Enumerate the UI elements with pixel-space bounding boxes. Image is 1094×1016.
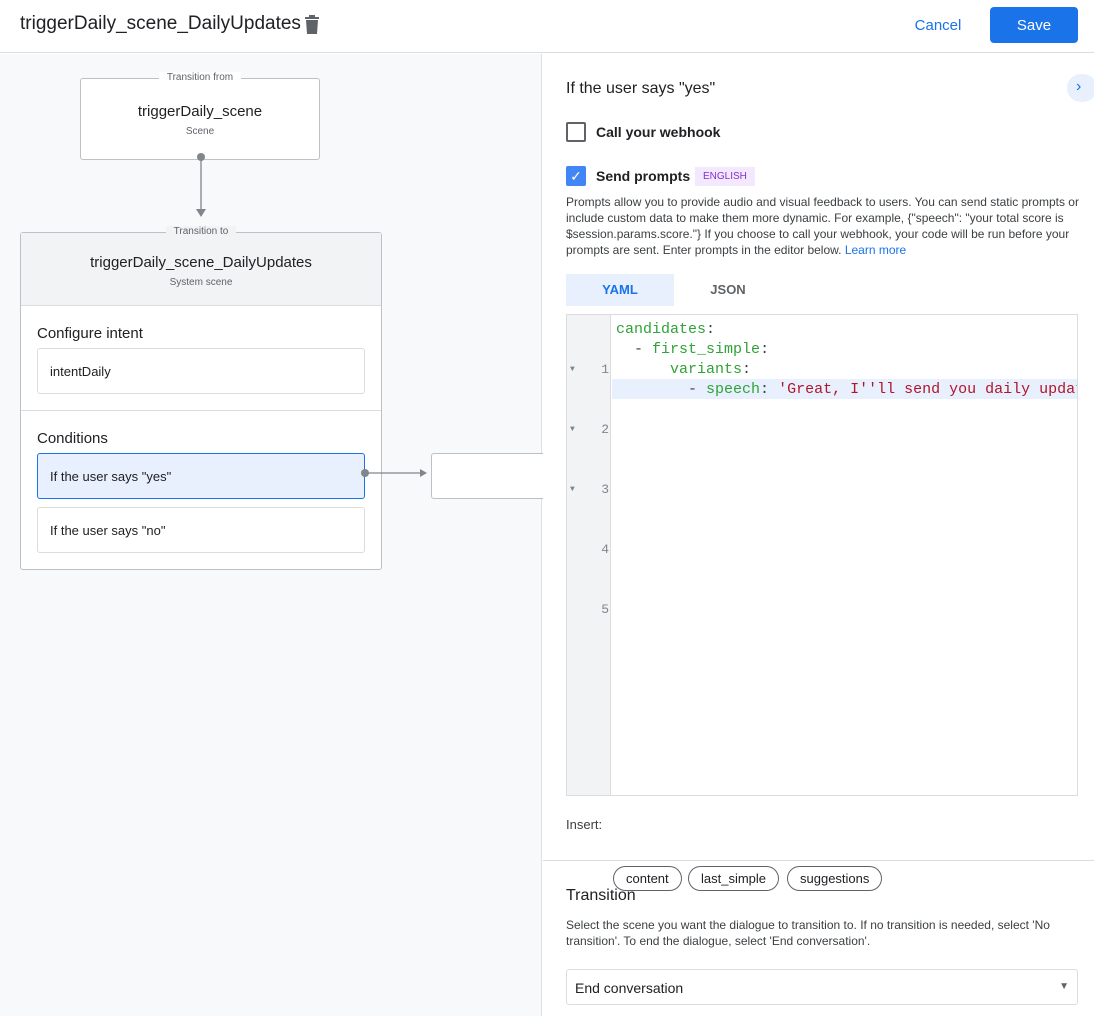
to-scene-type: System scene [169,277,233,288]
configure-intent-heading: Configure intent [37,325,143,342]
language-badge: ENGLISH [695,167,755,186]
empty-target-node[interactable] [431,453,551,499]
intent-item[interactable]: intentDaily [37,348,365,394]
line-number: 4 [601,542,609,557]
transition-heading: Transition [566,887,636,904]
fold-icon[interactable]: ▼ [570,485,575,494]
transition-from-label: Transition from [158,72,242,83]
insert-label: Insert: [566,817,603,832]
connector-arrow [196,153,206,217]
prompts-description: Prompts allow you to provide audio and v… [566,195,1079,257]
line-number: 1 [601,362,609,377]
to-scene-name: triggerDaily_scene_DailyUpdates [90,254,312,271]
trash-icon[interactable] [304,15,320,34]
code-line: - speech: 'Great, I''ll send you daily u… [688,381,1078,398]
condition-yes[interactable]: If the user says "yes" [37,453,365,499]
insert-chip-suggestions[interactable]: suggestions [787,866,883,891]
condition-no[interactable]: If the user says "no" [37,507,365,553]
conditions-heading: Conditions [37,430,108,447]
cancel-button[interactable]: Cancel [904,10,972,40]
from-scene-type: Scene [185,126,215,137]
fold-icon[interactable]: ▼ [570,425,575,434]
panel-heading: If the user says "yes" [566,80,716,97]
learn-more-link[interactable]: Learn more [844,243,907,257]
transition-to-label: Transition to [165,226,237,237]
prompts-checkbox-check-icon[interactable]: ✓ [566,166,586,186]
code-line: candidates: [616,321,716,338]
page-title: triggerDaily_scene_DailyUpdates [20,13,301,34]
save-button[interactable]: Save [990,7,1078,43]
top-bar: triggerDaily_scene_DailyUpdates Cancel S… [0,0,1094,53]
flow-canvas[interactable]: Transition from triggerDaily_scene Scene… [0,54,551,1016]
insert-chip-content[interactable]: content [613,866,682,891]
insert-chip-last-simple[interactable]: last_simple [688,866,780,891]
prompts-label: Send prompts [596,168,691,184]
from-scene-name: triggerDaily_scene [137,103,263,120]
code-line: - first_simple: [634,341,770,358]
transition-description: Select the scene you want the dialogue t… [566,918,1050,948]
condition-connector [361,469,427,477]
webhook-label: Call your webhook [596,124,721,140]
tab-json[interactable]: JSON [710,282,746,297]
webhook-checkbox[interactable] [566,122,586,142]
fold-icon[interactable]: ▼ [570,365,575,374]
code-line: variants: [670,361,752,378]
line-number: 2 [601,422,609,437]
transition-select[interactable]: End conversation ▼ [566,969,1078,1005]
transition-from-node[interactable]: Transition from triggerDaily_scene Scene [80,72,320,160]
line-number: 3 [601,482,609,497]
details-panel: › If the user says "yes" Call your webho… [543,54,1094,1016]
collapse-panel-chevron-icon[interactable]: › [1067,74,1094,102]
code-editor[interactable]: ▼ 1 ▼ 2 ▼ 3 4 5 candidates: - first_simple:… [566,314,1078,796]
line-number: 5 [601,602,609,617]
transition-selected-value: End conversation [575,980,684,996]
dropdown-arrow-icon: ▼ [1059,981,1069,992]
tab-yaml[interactable]: YAML [566,274,674,306]
transition-to-node[interactable]: Transition to triggerDaily_scene_DailyUp… [20,226,382,570]
